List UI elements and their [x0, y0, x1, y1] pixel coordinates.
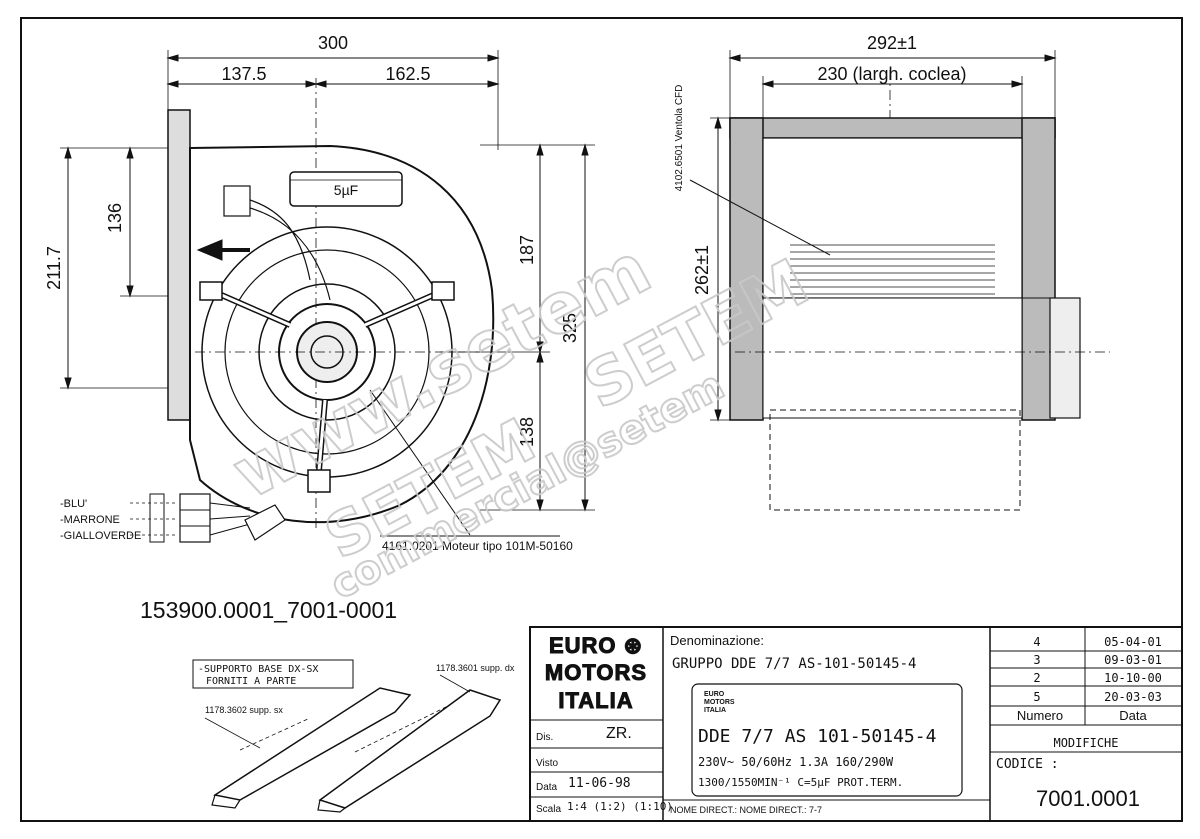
denominazione-value: GRUPPO DDE 7/7 AS-101-50145-4	[672, 656, 916, 672]
title-block	[529, 626, 1183, 822]
denominazione-label: Denominazione:	[670, 633, 764, 648]
dim-right-138: 138	[517, 417, 537, 447]
numero-header: Numero	[1017, 708, 1063, 723]
fan-label: 4102.6501 Ventola CFD	[674, 85, 685, 192]
dis-label: Dis.	[536, 732, 553, 743]
rev-data-1: 05-04-01	[1104, 635, 1162, 649]
logo-line-3: ITALIA	[558, 688, 633, 713]
codice-label: CODICE :	[996, 757, 1059, 772]
logo-line-1: EURO ⊛	[549, 633, 643, 658]
scala-label: Scala	[536, 804, 561, 815]
scala-value: 1:4 (1:2) (1:10)	[567, 800, 673, 813]
supports-note-1: -SUPPORTO BASE DX-SX	[198, 664, 318, 675]
front-view	[60, 50, 595, 543]
rev-numero-4: 5	[1033, 690, 1040, 704]
rev-data-4: 20-03-03	[1104, 690, 1162, 704]
supports-view	[192, 659, 502, 813]
rev-numero-1: 4	[1033, 635, 1040, 649]
spec-line-1: 230V~ 50/60Hz 1.3A 160/290W	[698, 755, 894, 769]
small-logo-1: EURO	[704, 691, 725, 698]
codice-value: 7001.0001	[1036, 786, 1140, 811]
dim-right-325: 325	[560, 313, 580, 343]
small-logo-3: ITALIA	[704, 707, 726, 714]
dim-side-height: 262±1	[692, 245, 712, 295]
data-value: 11-06-98	[568, 776, 631, 791]
spec-line-2: 1300/1550MIN⁻¹ C=5µF PROT.TERM.	[698, 776, 903, 789]
dim-left-outer: 211.7	[44, 246, 64, 290]
dis-value: ZR.	[606, 725, 632, 742]
data-header: Data	[1119, 708, 1147, 723]
wire-marrone: -MARRONE	[60, 514, 120, 526]
motor-label: 4161.0201 Moteur tipo 101M-50160	[382, 539, 573, 553]
logo-line-2: MOTORS	[545, 660, 647, 685]
model-name: DDE 7/7 AS 101-50145-4	[698, 726, 936, 747]
dim-top-left: 137.5	[221, 64, 266, 84]
drawing-code: 153900.0001_7001-0001	[140, 597, 397, 623]
rev-data-2: 09-03-01	[1104, 653, 1162, 667]
dim-right-187: 187	[517, 235, 537, 265]
rev-numero-2: 3	[1033, 653, 1040, 667]
nome-direct: NOME DIRECT.: NOME DIRECT.: 7-7	[670, 805, 822, 815]
wire-blu: -BLU'	[60, 498, 87, 510]
capacitor-label: 5µF	[334, 182, 358, 198]
support-right-code: 1178.3601 supp. dx	[436, 663, 515, 673]
rev-data-3: 10-10-00	[1104, 671, 1162, 685]
data-label: Data	[536, 782, 558, 793]
dim-left-inner: 136	[105, 203, 125, 233]
support-left-code: 1178.3602 supp. sx	[205, 705, 283, 715]
dim-side-total: 292±1	[867, 33, 917, 53]
supports-note-2: FORNITI A PARTE	[206, 676, 296, 687]
small-logo-2: MOTORS	[704, 699, 735, 706]
dim-top-right: 162.5	[385, 64, 430, 84]
dim-side-scroll: 230 (largh. coclea)	[817, 64, 966, 84]
wire-gialloverde: -GIALLOVERDE	[60, 530, 141, 542]
dim-top-total: 300	[318, 33, 348, 53]
rev-numero-3: 2	[1033, 671, 1040, 685]
visto-label: Visto	[536, 758, 558, 769]
modifiche-label: MODIFICHE	[1053, 736, 1118, 750]
side-view	[689, 50, 1110, 511]
